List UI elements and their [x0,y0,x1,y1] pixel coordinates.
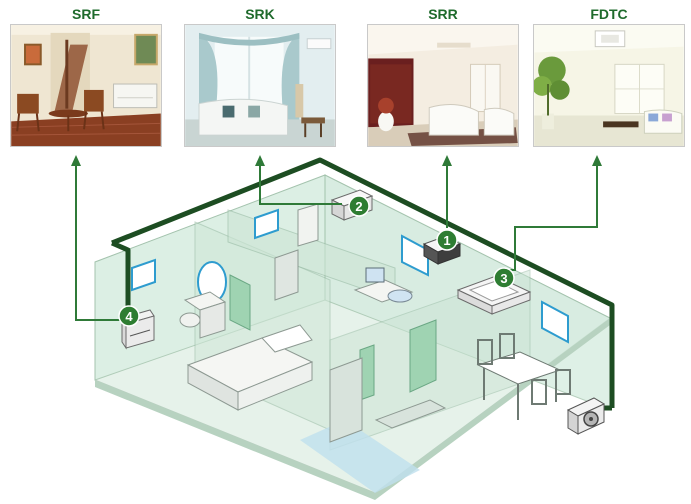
shelves [274,203,447,443]
bed [186,324,314,411]
arrowhead-fdtc [592,155,602,166]
label-srr: SRR [428,6,458,22]
arrow-srk [259,162,342,205]
srk-room-image [185,25,335,146]
photo-fdtc-room [533,24,685,147]
badge-3-number: 3 [500,271,507,286]
photo-srf-room [10,24,162,147]
refrigerant-pipe-main [111,157,615,408]
arrow-srf [75,162,122,321]
arrow-fdtc [503,162,598,271]
doors [229,274,437,401]
vanity [179,261,227,339]
front-left-base [95,380,375,500]
badge-2: 2 [348,195,370,217]
arrowhead-srr [442,155,452,166]
badge-3: 3 [493,267,515,289]
fdtc-room-image [534,25,684,146]
arrowhead-srk [255,155,265,166]
outdoor-unit-icon [566,397,606,435]
front-right-base [375,318,610,500]
badge-4-number: 4 [125,309,133,324]
srf-room-image [11,25,161,146]
srr-room-image [368,25,518,146]
badge-1: 1 [436,229,458,251]
label-srf: SRF [72,6,100,22]
badge-1-number: 1 [443,233,450,248]
badge-2-number: 2 [355,199,362,214]
refrigerant-pipe-srf [110,240,131,314]
arrowhead-srf [71,155,81,166]
photo-srr-room [367,24,519,147]
label-srk: SRK [245,6,275,22]
photo-srk-room [184,24,336,147]
dining-set [476,333,571,420]
desk [353,267,414,303]
badge-4: 4 [118,305,140,327]
label-fdtc: FDTC [590,6,628,22]
windows [131,208,569,344]
